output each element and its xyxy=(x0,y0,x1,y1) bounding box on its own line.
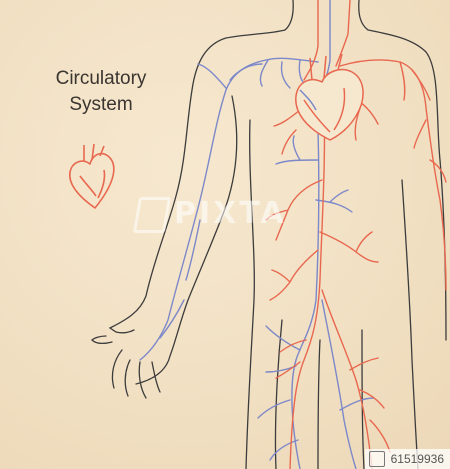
body-outline xyxy=(91,0,447,469)
stock-id: 61519936 xyxy=(390,452,444,466)
watermark-text: PIXTA xyxy=(174,196,287,231)
title-line-1: Circulatory xyxy=(55,68,147,89)
heart-icon xyxy=(69,143,115,209)
title-line-2: System xyxy=(69,94,133,115)
stock-id-footer: 61519936 xyxy=(364,449,450,469)
anatomical-heart xyxy=(295,53,364,141)
arteries xyxy=(265,0,447,469)
pixta-logo xyxy=(368,451,385,467)
diagram-title: Circulatory System xyxy=(36,66,166,118)
